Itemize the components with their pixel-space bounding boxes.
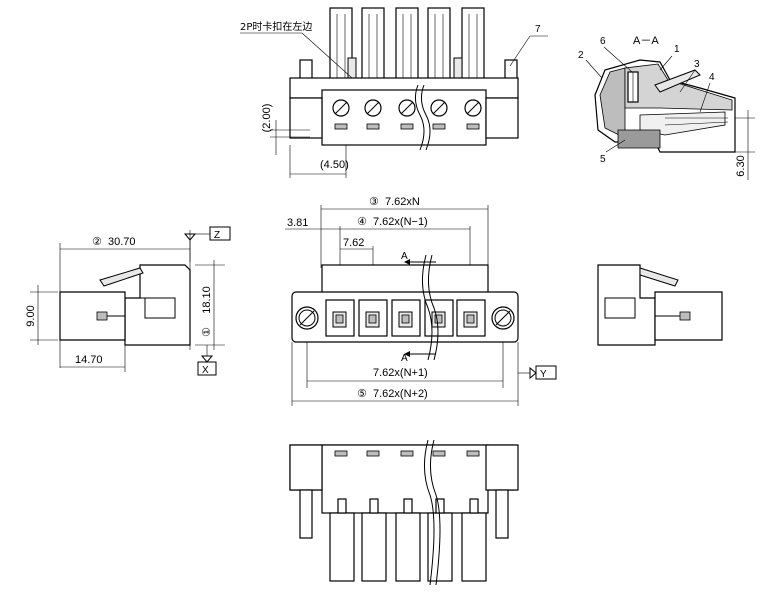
side-dim-length-marker: ② [92, 236, 102, 248]
dim-pitch-n-marker: ③ [369, 196, 379, 208]
front-view: ③ 7.62xN ④ 7.62x(N−1) 3.81 7.62 A A [285, 196, 557, 406]
section-title: A－A [633, 35, 659, 47]
callout-4: 4 [709, 72, 715, 83]
datum-z-box [209, 226, 231, 241]
top-view-housing [321, 89, 487, 146]
top-view-pins [329, 7, 485, 91]
callout-6: 6 [600, 36, 606, 47]
top-view-note: 2P时卡扣在左边 [240, 20, 312, 33]
callout-1: 1 [674, 44, 680, 55]
side-dim-width: 9.00 [25, 305, 37, 326]
top-view: 2P时卡扣在左边 7 (2.00) (4.50) [240, 7, 548, 178]
section-view: A－A 2 6 1 3 4 5 6.30 [578, 35, 755, 180]
callout-3: 3 [694, 59, 700, 70]
bottom-view-slots [334, 450, 480, 457]
callout-7: 7 [535, 24, 541, 35]
side-view-right [597, 264, 723, 346]
bottom-view-pins [329, 498, 487, 582]
top-view-terminal-screws [332, 99, 482, 117]
side-dim-height-marker: ① [201, 327, 213, 337]
datum-y-box [535, 365, 557, 380]
front-view-terminals [325, 299, 486, 337]
dim-pitch-n: 7.62xN [385, 196, 420, 208]
side-dim-offset: 14.70 [75, 354, 103, 366]
dim-pitch-n-plus-1: 7.62x(N+1) [373, 367, 428, 379]
side-view-left: ② 30.70 18.10 ① 9.00 14.70 Z X [25, 226, 231, 376]
top-view-break-line [414, 84, 425, 151]
datum-y: Y [540, 369, 547, 380]
side-dim-height: 18.10 [201, 286, 213, 314]
top-view-dim-height: (2.00) [261, 104, 273, 133]
bottom-view [289, 439, 519, 586]
section-mark-top: A [401, 251, 408, 262]
callout-5: 5 [600, 154, 606, 165]
dim-pitch-n-minus-1: 7.62x(N−1) [373, 216, 428, 228]
top-view-screw-left [299, 59, 313, 81]
callout-2: 2 [578, 50, 584, 61]
side-dim-length: 30.70 [108, 236, 136, 248]
datum-x: X [202, 365, 209, 376]
dim-pitch-n-plus-2: 7.62x(N+2) [373, 388, 428, 400]
top-view-dim-offset: (4.50) [320, 159, 349, 171]
dim-pitch: 7.62 [343, 237, 364, 249]
dim-pitch-n-minus-1-marker: ④ [357, 216, 367, 228]
dim-pitch-n-plus-2-marker: ⑤ [357, 388, 367, 400]
top-view-screw-right [504, 59, 518, 81]
section-mark-bottom: A [401, 353, 408, 364]
dim-edge: 3.81 [287, 217, 308, 229]
datum-z: Z [214, 230, 220, 241]
datum-x-box [197, 361, 217, 376]
section-dim-height: 6.30 [735, 155, 747, 176]
